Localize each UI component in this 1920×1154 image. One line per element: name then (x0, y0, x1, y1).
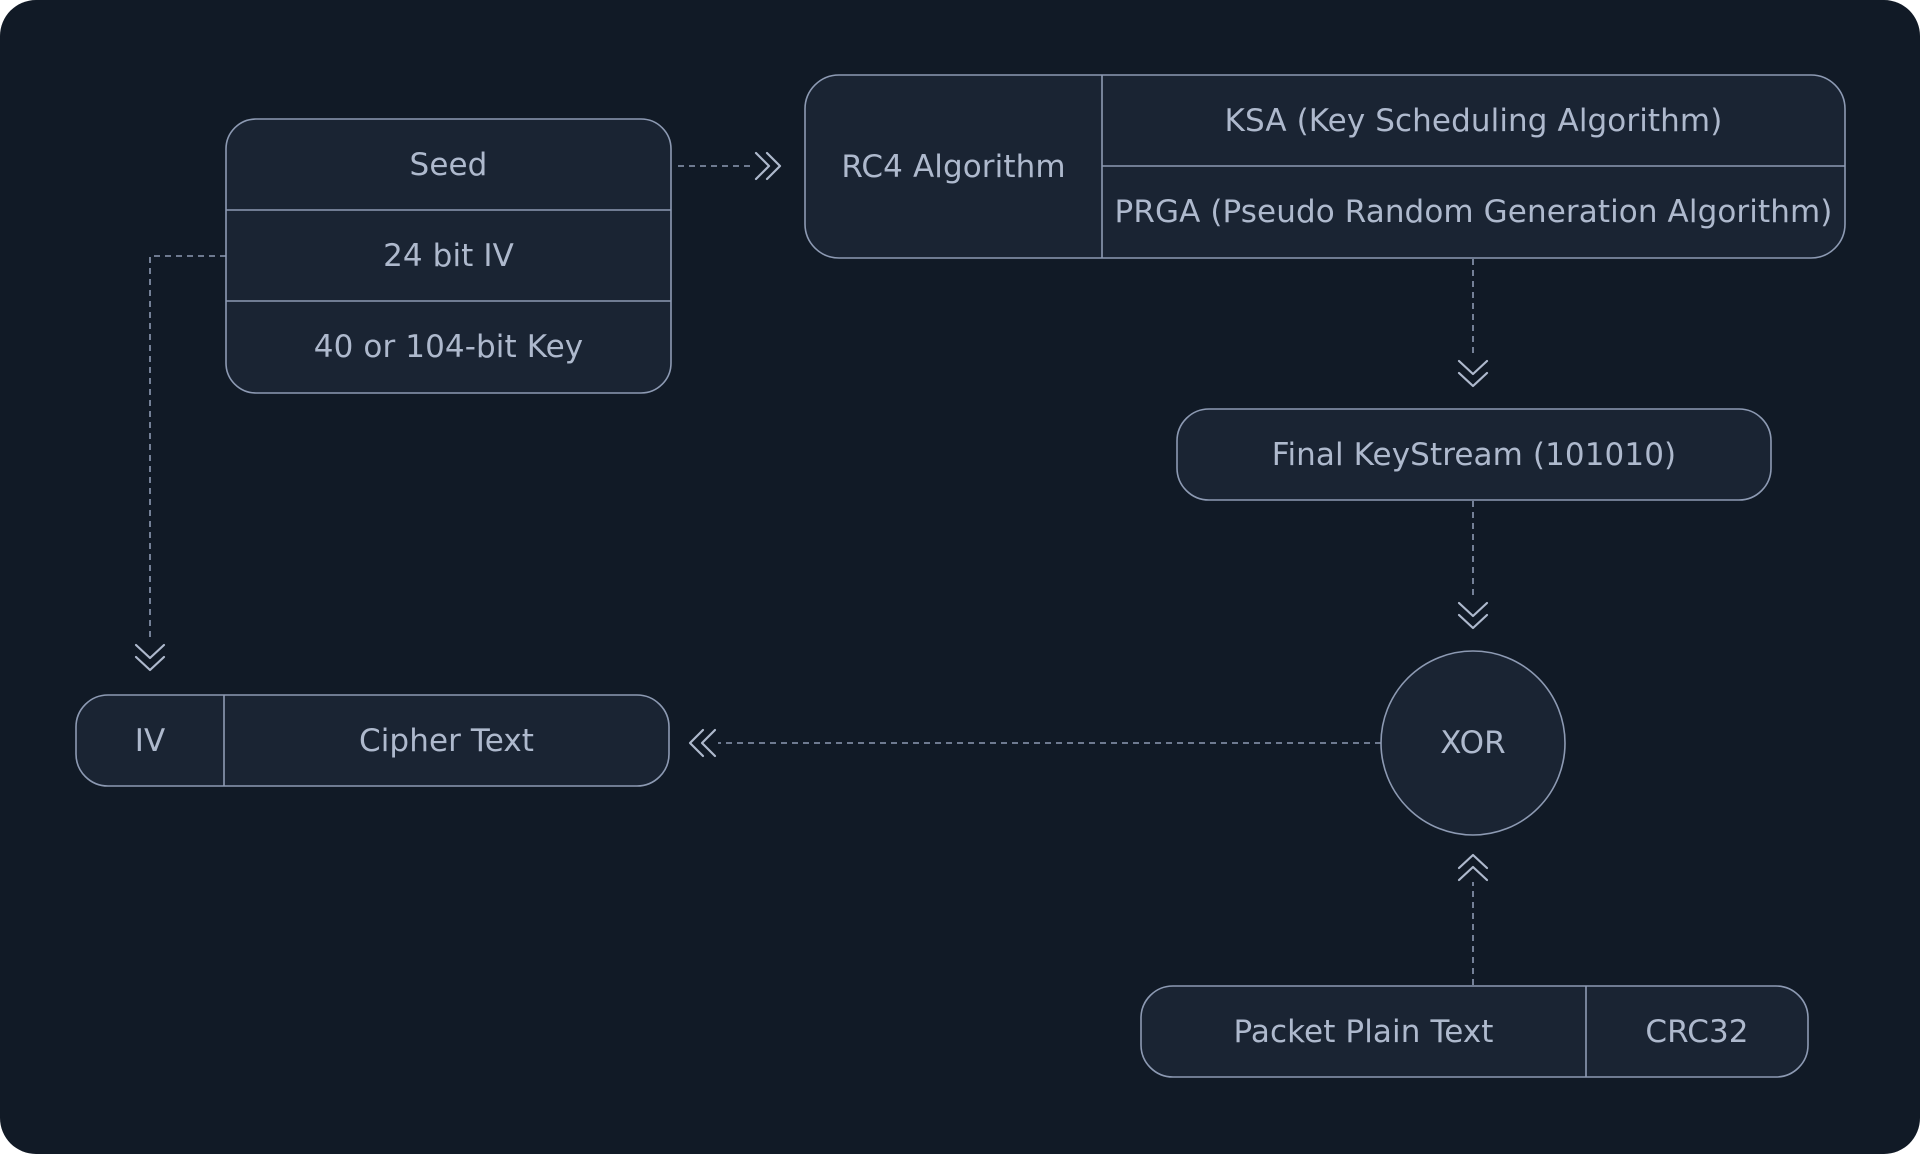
xor-label: XOR (1440, 725, 1506, 761)
cipher-text-label: Cipher Text (358, 722, 535, 759)
output-iv-label: IV (134, 722, 166, 759)
connector-iv-to-output (149, 255, 226, 640)
rc4-ksa-label: KSA (Key Scheduling Algorithm) (1224, 102, 1723, 139)
seed-title: Seed (409, 146, 488, 183)
double-chevron-down-icon (1457, 359, 1489, 388)
seed-key-label: 40 or 104-bit Key (313, 329, 584, 365)
double-chevron-down-icon (1457, 601, 1489, 630)
double-chevron-down-icon (134, 643, 166, 672)
seed-iv-label: 24 bit IV (383, 237, 514, 274)
rc4-title: RC4 Algorithm (841, 148, 1066, 185)
double-chevron-up-icon (1457, 853, 1489, 882)
keystream-label: Final KeyStream (101010) (1271, 436, 1677, 473)
double-chevron-right-icon (754, 151, 782, 181)
keystream-box (1176, 408, 1772, 501)
plaintext-box (1140, 985, 1809, 1078)
plaintext-label: Packet Plain Text (1233, 1013, 1494, 1050)
double-chevron-left-icon (688, 728, 717, 758)
crc32-label: CRC32 (1645, 1013, 1749, 1050)
rc4-prga-label: PRGA (Pseudo Random Generation Algorithm… (1114, 194, 1833, 230)
